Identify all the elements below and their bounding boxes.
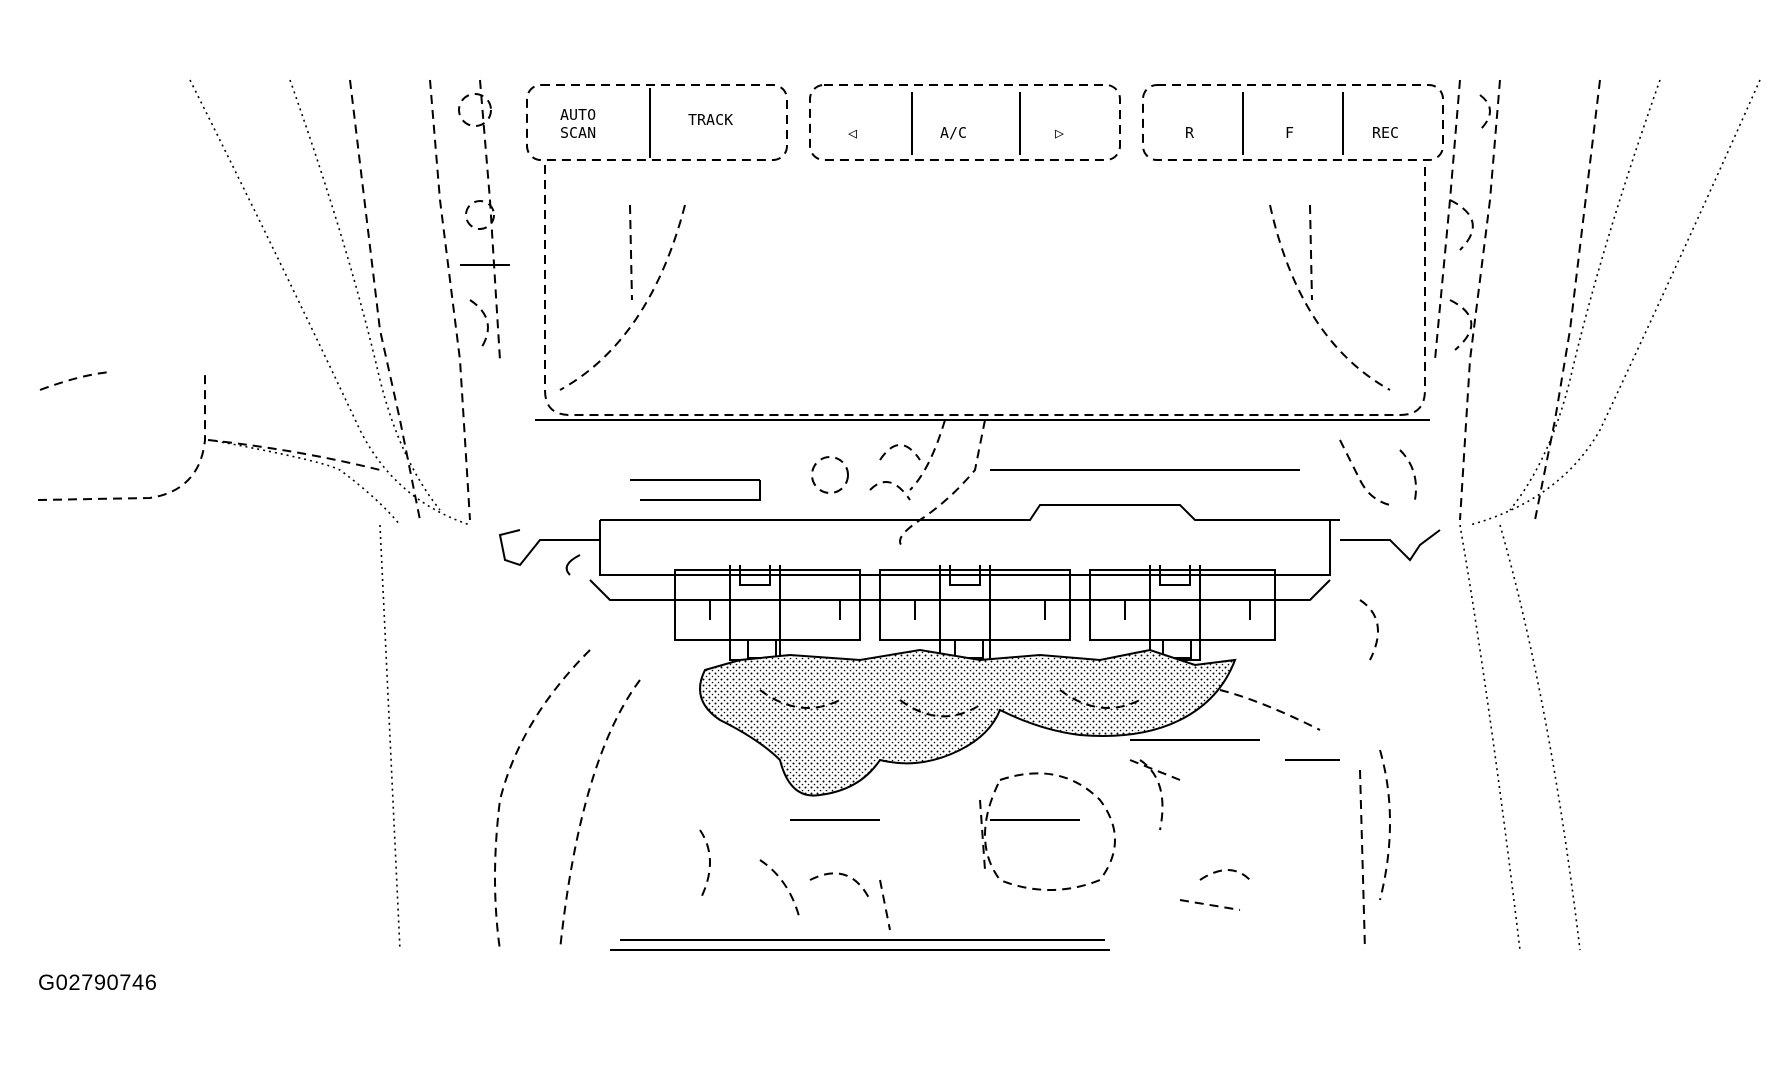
panel-button-recirc[interactable]: REC xyxy=(1372,124,1399,142)
side-trim xyxy=(429,79,1501,521)
connector-left[interactable] xyxy=(674,565,861,661)
panel-button-fan[interactable]: ◁ xyxy=(848,124,857,142)
panel-button-auto[interactable]: AUTO xyxy=(560,106,596,124)
panel-button-labels: AUTO SCAN TRACK ◁ A/C ▷ R F REC xyxy=(560,106,1399,142)
lower-console xyxy=(494,599,1391,951)
control-panel xyxy=(526,84,1444,421)
connector-right[interactable] xyxy=(1089,565,1276,661)
panel-button-front[interactable]: F xyxy=(1285,124,1294,142)
mounting-bracket xyxy=(498,419,1441,601)
panel-button-rear[interactable]: R xyxy=(1185,124,1195,142)
panel-button-mode[interactable]: TRACK xyxy=(688,111,733,129)
figure-id-label: G02790746 xyxy=(38,970,158,995)
panel-button-temp[interactable]: A/C xyxy=(940,124,967,142)
dash-outline xyxy=(37,79,1761,951)
connector-block xyxy=(674,565,1276,661)
connector-center[interactable] xyxy=(879,565,1071,661)
panel-button-vent[interactable]: ▷ xyxy=(1055,124,1064,142)
panel-button-scan[interactable]: SCAN xyxy=(560,124,596,142)
wiring-harness xyxy=(699,648,1237,797)
